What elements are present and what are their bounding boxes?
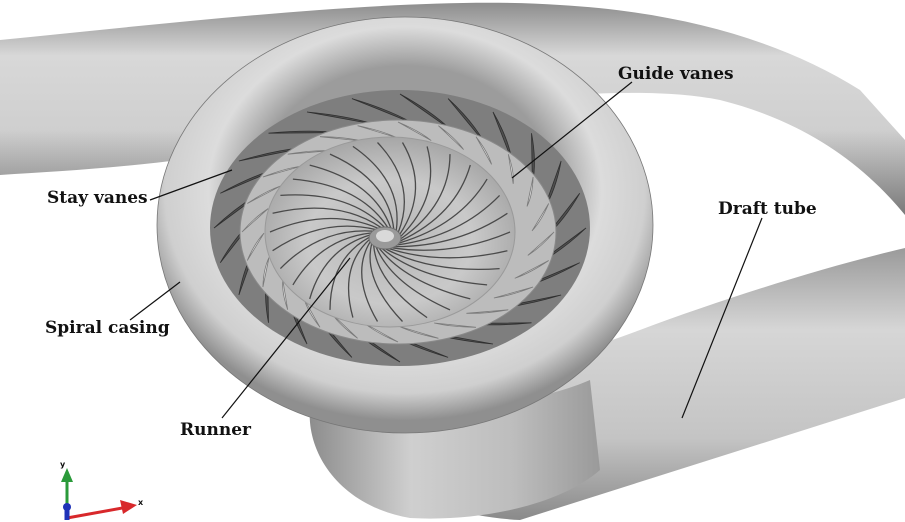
triad-x-label: x xyxy=(138,499,143,507)
y-axis-arrowhead xyxy=(61,468,73,482)
runner-hub-top xyxy=(376,230,394,242)
x-axis-arrow xyxy=(67,507,128,518)
x-axis-arrowhead xyxy=(120,500,137,514)
axis-triad xyxy=(61,468,137,520)
triad-y-label: y xyxy=(60,461,65,469)
label-draft-tube: Draft tube xyxy=(718,201,817,218)
label-guide-vanes: Guide vanes xyxy=(618,66,734,83)
label-spiral-casing: Spiral casing xyxy=(45,320,170,337)
leader-spiral-casing xyxy=(130,282,180,320)
triad-origin xyxy=(63,503,71,511)
label-stay-vanes: Stay vanes xyxy=(47,190,148,207)
label-runner: Runner xyxy=(180,422,251,439)
